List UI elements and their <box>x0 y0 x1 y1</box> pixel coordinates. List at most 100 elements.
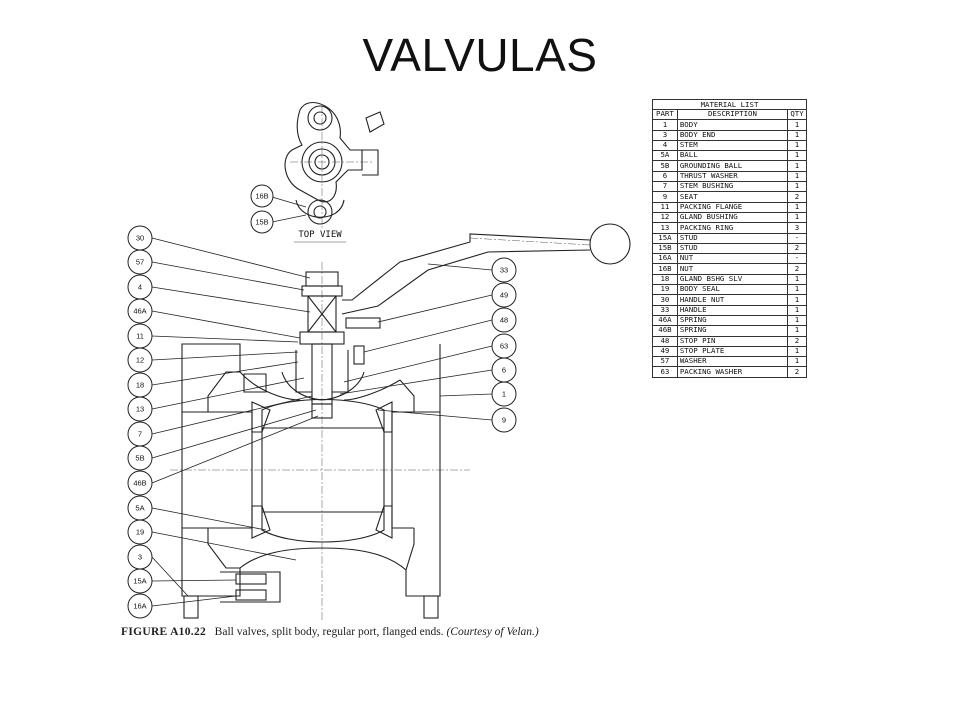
slide-title: VALVULAS <box>362 29 598 81</box>
svg-text:49: 49 <box>500 291 508 300</box>
material-qty: 2 <box>787 263 807 275</box>
material-qty: - <box>787 232 807 244</box>
material-description: PACKING FLANGE <box>676 201 789 213</box>
material-description: THRUST WASHER <box>676 170 789 183</box>
material-part: 11 <box>652 201 678 213</box>
material-part: 46A <box>652 314 678 327</box>
material-part: 33 <box>652 304 678 316</box>
material-part: 49 <box>652 345 678 358</box>
material-qty: 1 <box>787 160 807 172</box>
material-description: BALL <box>676 150 789 162</box>
material-qty: 1 <box>787 129 807 141</box>
callout-13: 13 <box>127 396 153 422</box>
material-list-title: MATERIAL LIST <box>652 99 807 109</box>
material-qty: 1 <box>787 356 807 368</box>
material-description: STEM BUSHING <box>676 181 789 193</box>
material-list-header-row: PART DESCRIPTION QTY <box>652 108 807 121</box>
callout-33: 33 <box>491 257 517 283</box>
material-description: STEM <box>676 139 789 152</box>
material-description: STOP PLATE <box>676 345 789 358</box>
callout-16a: 16A <box>127 593 153 619</box>
material-part: 3 <box>652 129 678 141</box>
material-part: 5A <box>652 150 678 162</box>
svg-text:16A: 16A <box>133 602 146 611</box>
material-description: SPRING <box>676 314 789 327</box>
material-part: 9 <box>652 191 678 203</box>
svg-text:4: 4 <box>138 283 142 292</box>
material-qty: 1 <box>787 304 807 316</box>
material-part: 1 <box>652 119 678 131</box>
material-part: 15B <box>652 242 678 255</box>
svg-text:12: 12 <box>136 356 144 365</box>
svg-text:15B: 15B <box>255 218 268 227</box>
material-description: PACKING RING <box>676 222 789 234</box>
material-description: BODY <box>676 119 789 131</box>
svg-text:9: 9 <box>502 416 506 425</box>
material-qty: 1 <box>787 273 807 286</box>
left-callouts: 30 57 4 46A 11 12 18 13 7 5B 46B 5A 19 3… <box>127 225 319 619</box>
top-view-callouts: 16B 15B <box>250 184 274 234</box>
top-view-label: TOP VIEW <box>298 230 342 240</box>
material-part: 12 <box>652 211 678 224</box>
svg-text:5A: 5A <box>135 504 144 513</box>
material-description: STOP PIN <box>676 335 789 347</box>
header-description: DESCRIPTION <box>676 108 789 121</box>
material-part: 13 <box>652 222 678 234</box>
material-qty: 1 <box>787 294 807 306</box>
material-part: 48 <box>652 335 678 347</box>
callout-5b: 5B <box>127 445 153 471</box>
material-part: 16B <box>652 263 678 275</box>
header-part: PART <box>652 108 678 121</box>
callout-5a: 5A <box>127 495 153 521</box>
material-description: BODY SEAL <box>676 284 789 296</box>
svg-text:57: 57 <box>136 258 144 267</box>
material-qty: 1 <box>787 325 807 337</box>
svg-text:16B: 16B <box>255 192 268 201</box>
material-part: 4 <box>652 139 678 152</box>
material-description: STUD <box>676 242 789 255</box>
callout-15a: 15A <box>127 568 153 594</box>
callout-6: 6 <box>491 357 517 383</box>
material-qty: 2 <box>787 242 807 255</box>
material-description: STUD <box>676 232 789 244</box>
material-part: 30 <box>652 294 678 306</box>
material-qty: 1 <box>787 314 807 327</box>
figure-caption: FIGURE A10.22 Ball valves, split body, r… <box>121 626 539 638</box>
material-part: 19 <box>652 284 678 296</box>
callout-46a: 46A <box>127 298 153 324</box>
material-qty: 1 <box>787 170 807 183</box>
callout-49: 49 <box>491 282 517 308</box>
material-part: 63 <box>652 366 678 378</box>
material-part: 16A <box>652 253 678 265</box>
material-description: WASHER <box>676 356 789 368</box>
material-qty: 1 <box>787 201 807 213</box>
svg-text:46A: 46A <box>133 307 146 316</box>
svg-text:15A: 15A <box>133 577 146 586</box>
svg-text:7: 7 <box>138 430 142 439</box>
callout-46b: 46B <box>127 470 153 496</box>
callout-11: 11 <box>127 323 153 349</box>
callout-12: 12 <box>127 347 153 373</box>
top-view: TOP VIEW <box>271 101 385 243</box>
callout-15b: 15B <box>250 210 274 234</box>
material-description: BODY END <box>676 129 789 141</box>
material-description: GROUNDING BALL <box>676 160 789 172</box>
